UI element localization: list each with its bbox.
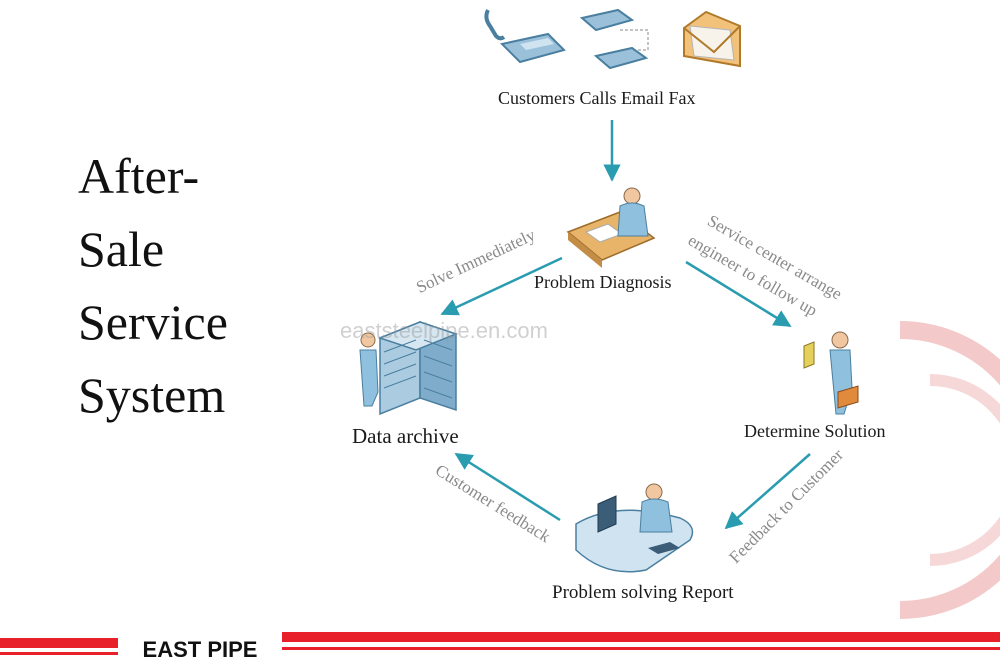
arrow-diagnosis-to-solution <box>685 260 792 328</box>
node-label-report: Problem solving Report <box>552 582 734 603</box>
desk-worker-icon <box>566 187 656 268</box>
computer-desk-icon <box>575 483 694 573</box>
engineer-icon <box>803 331 859 415</box>
footer-thin-right <box>282 647 1000 650</box>
edge-label-feedback-to-customer: Feedback to Customer <box>725 445 847 567</box>
footer-bar-left <box>0 638 118 648</box>
decor-arc <box>899 321 1000 619</box>
edge-label-solve-immediately: Solve Immediately <box>413 225 538 297</box>
fax-icon <box>579 8 649 70</box>
page-title: After- Sale Service System <box>78 140 318 432</box>
telephone-icon <box>484 9 566 64</box>
node-label-contact: Customers Calls Email Fax <box>498 88 696 108</box>
title-line: System <box>78 367 226 423</box>
node-label-solution: Determine Solution <box>744 421 886 441</box>
footer-thin-left <box>0 652 118 655</box>
decor-arc-inner <box>929 374 1000 566</box>
node-label-archive: Data archive <box>352 424 459 448</box>
arrow-report-to-archive <box>454 452 561 522</box>
envelope-icon <box>683 10 741 68</box>
footer-brand: EAST PIPE <box>118 633 282 663</box>
watermark-text: eaststeelpipe.en.com <box>340 318 548 343</box>
title-line: Sale <box>78 221 165 277</box>
footer-bar-right <box>282 632 1000 642</box>
arrow-diagnosis-to-archive <box>440 256 563 316</box>
server-rack-icon <box>359 320 459 416</box>
title-line: Service <box>78 294 228 350</box>
title-line: After- <box>78 148 200 204</box>
arrow-solution-to-report <box>724 453 811 530</box>
node-label-diagnosis: Problem Diagnosis <box>534 272 672 292</box>
